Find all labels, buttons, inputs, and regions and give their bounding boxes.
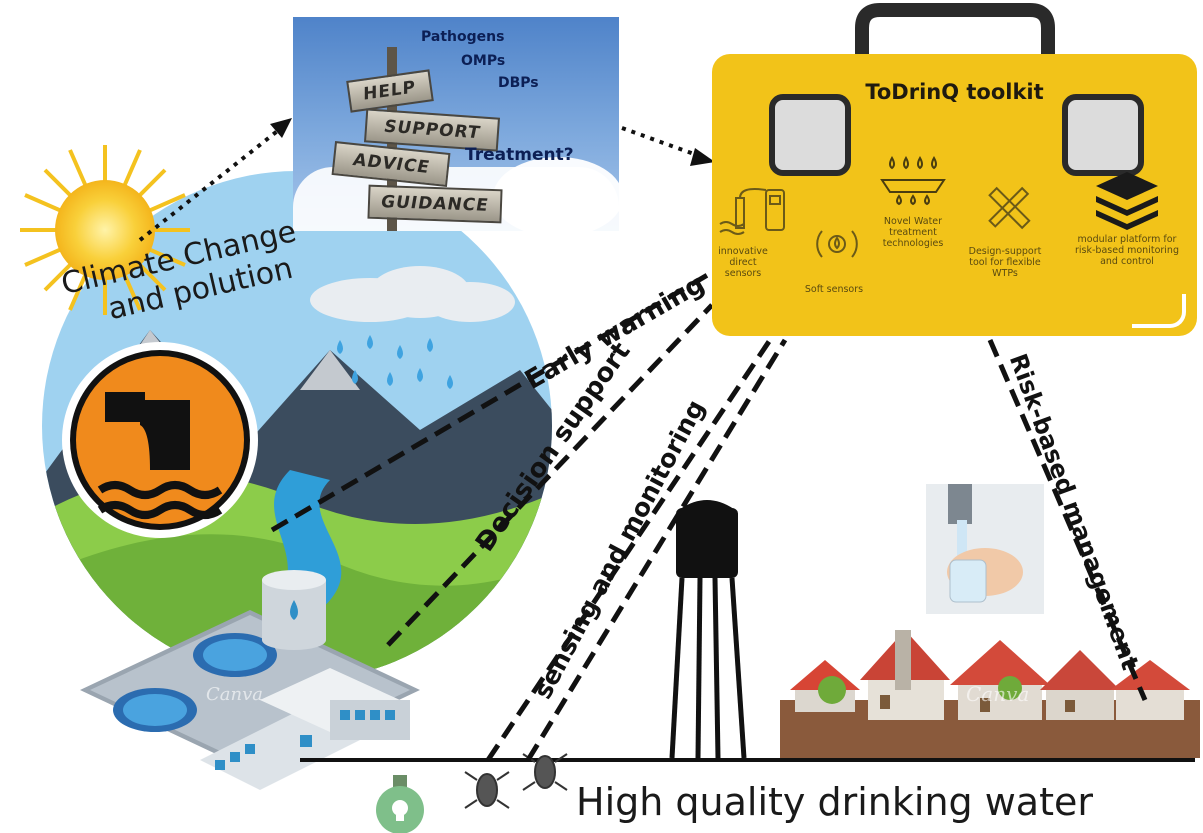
watermark: Canva <box>206 684 263 705</box>
ruler-pencil-icon <box>988 186 1031 230</box>
layers-icon <box>1096 172 1158 230</box>
treatment-plant-illustration <box>80 570 420 790</box>
water-tower-icon <box>669 500 747 759</box>
arrow-head-icon <box>690 148 715 166</box>
poison-flask-icon <box>376 775 424 833</box>
sensor-probe-icon <box>719 188 785 235</box>
toolkit-handle <box>855 3 1055 58</box>
bottom-caption: High quality drinking water <box>576 780 1093 824</box>
toolkit-latch <box>769 94 851 176</box>
village-illustration <box>780 630 1200 758</box>
cloud <box>493 157 619 231</box>
sign-help: HELP <box>346 69 434 113</box>
label-dbps: DBPs <box>498 75 539 91</box>
toolkit-case: ToDrinQ toolkit <box>712 54 1197 336</box>
dotted-arrow <box>138 123 706 242</box>
signpost-photo: HELP SUPPORT ADVICE GUIDANCE Pathogens O… <box>293 17 619 231</box>
water-treatment-icon <box>880 155 946 206</box>
pollution-pipe-icon <box>62 342 258 538</box>
tool-label-modular-platform: modular platform for risk-based monitori… <box>1075 234 1179 267</box>
label-pathogens: Pathogens <box>421 29 505 45</box>
soft-sensor-icon <box>816 230 858 258</box>
tap-water-photo <box>926 484 1044 614</box>
toolkit-corner-accent <box>1132 294 1186 328</box>
sun-icon <box>20 145 190 315</box>
watermark: Canva <box>966 682 1030 706</box>
tool-label-direct-sensors: innovative direct sensors <box>718 246 768 279</box>
toolkit-title: ToDrinQ toolkit <box>865 80 1044 104</box>
label-omps: OMPs <box>461 53 506 69</box>
label-treatment: Treatment? <box>465 145 574 165</box>
sign-guidance: GUIDANCE <box>367 184 503 224</box>
arrow-head-icon <box>270 118 292 138</box>
toolkit-latch <box>1062 94 1144 176</box>
tool-label-water-treatment: Novel Water treatment technologies <box>882 216 944 249</box>
tool-label-design-support: Design-support tool for flexible WTPs <box>968 246 1042 279</box>
dashed-connector <box>270 267 1148 762</box>
tool-label-soft-sensors: Soft sensors <box>804 284 864 295</box>
pathogen-bug-icon <box>464 753 568 809</box>
